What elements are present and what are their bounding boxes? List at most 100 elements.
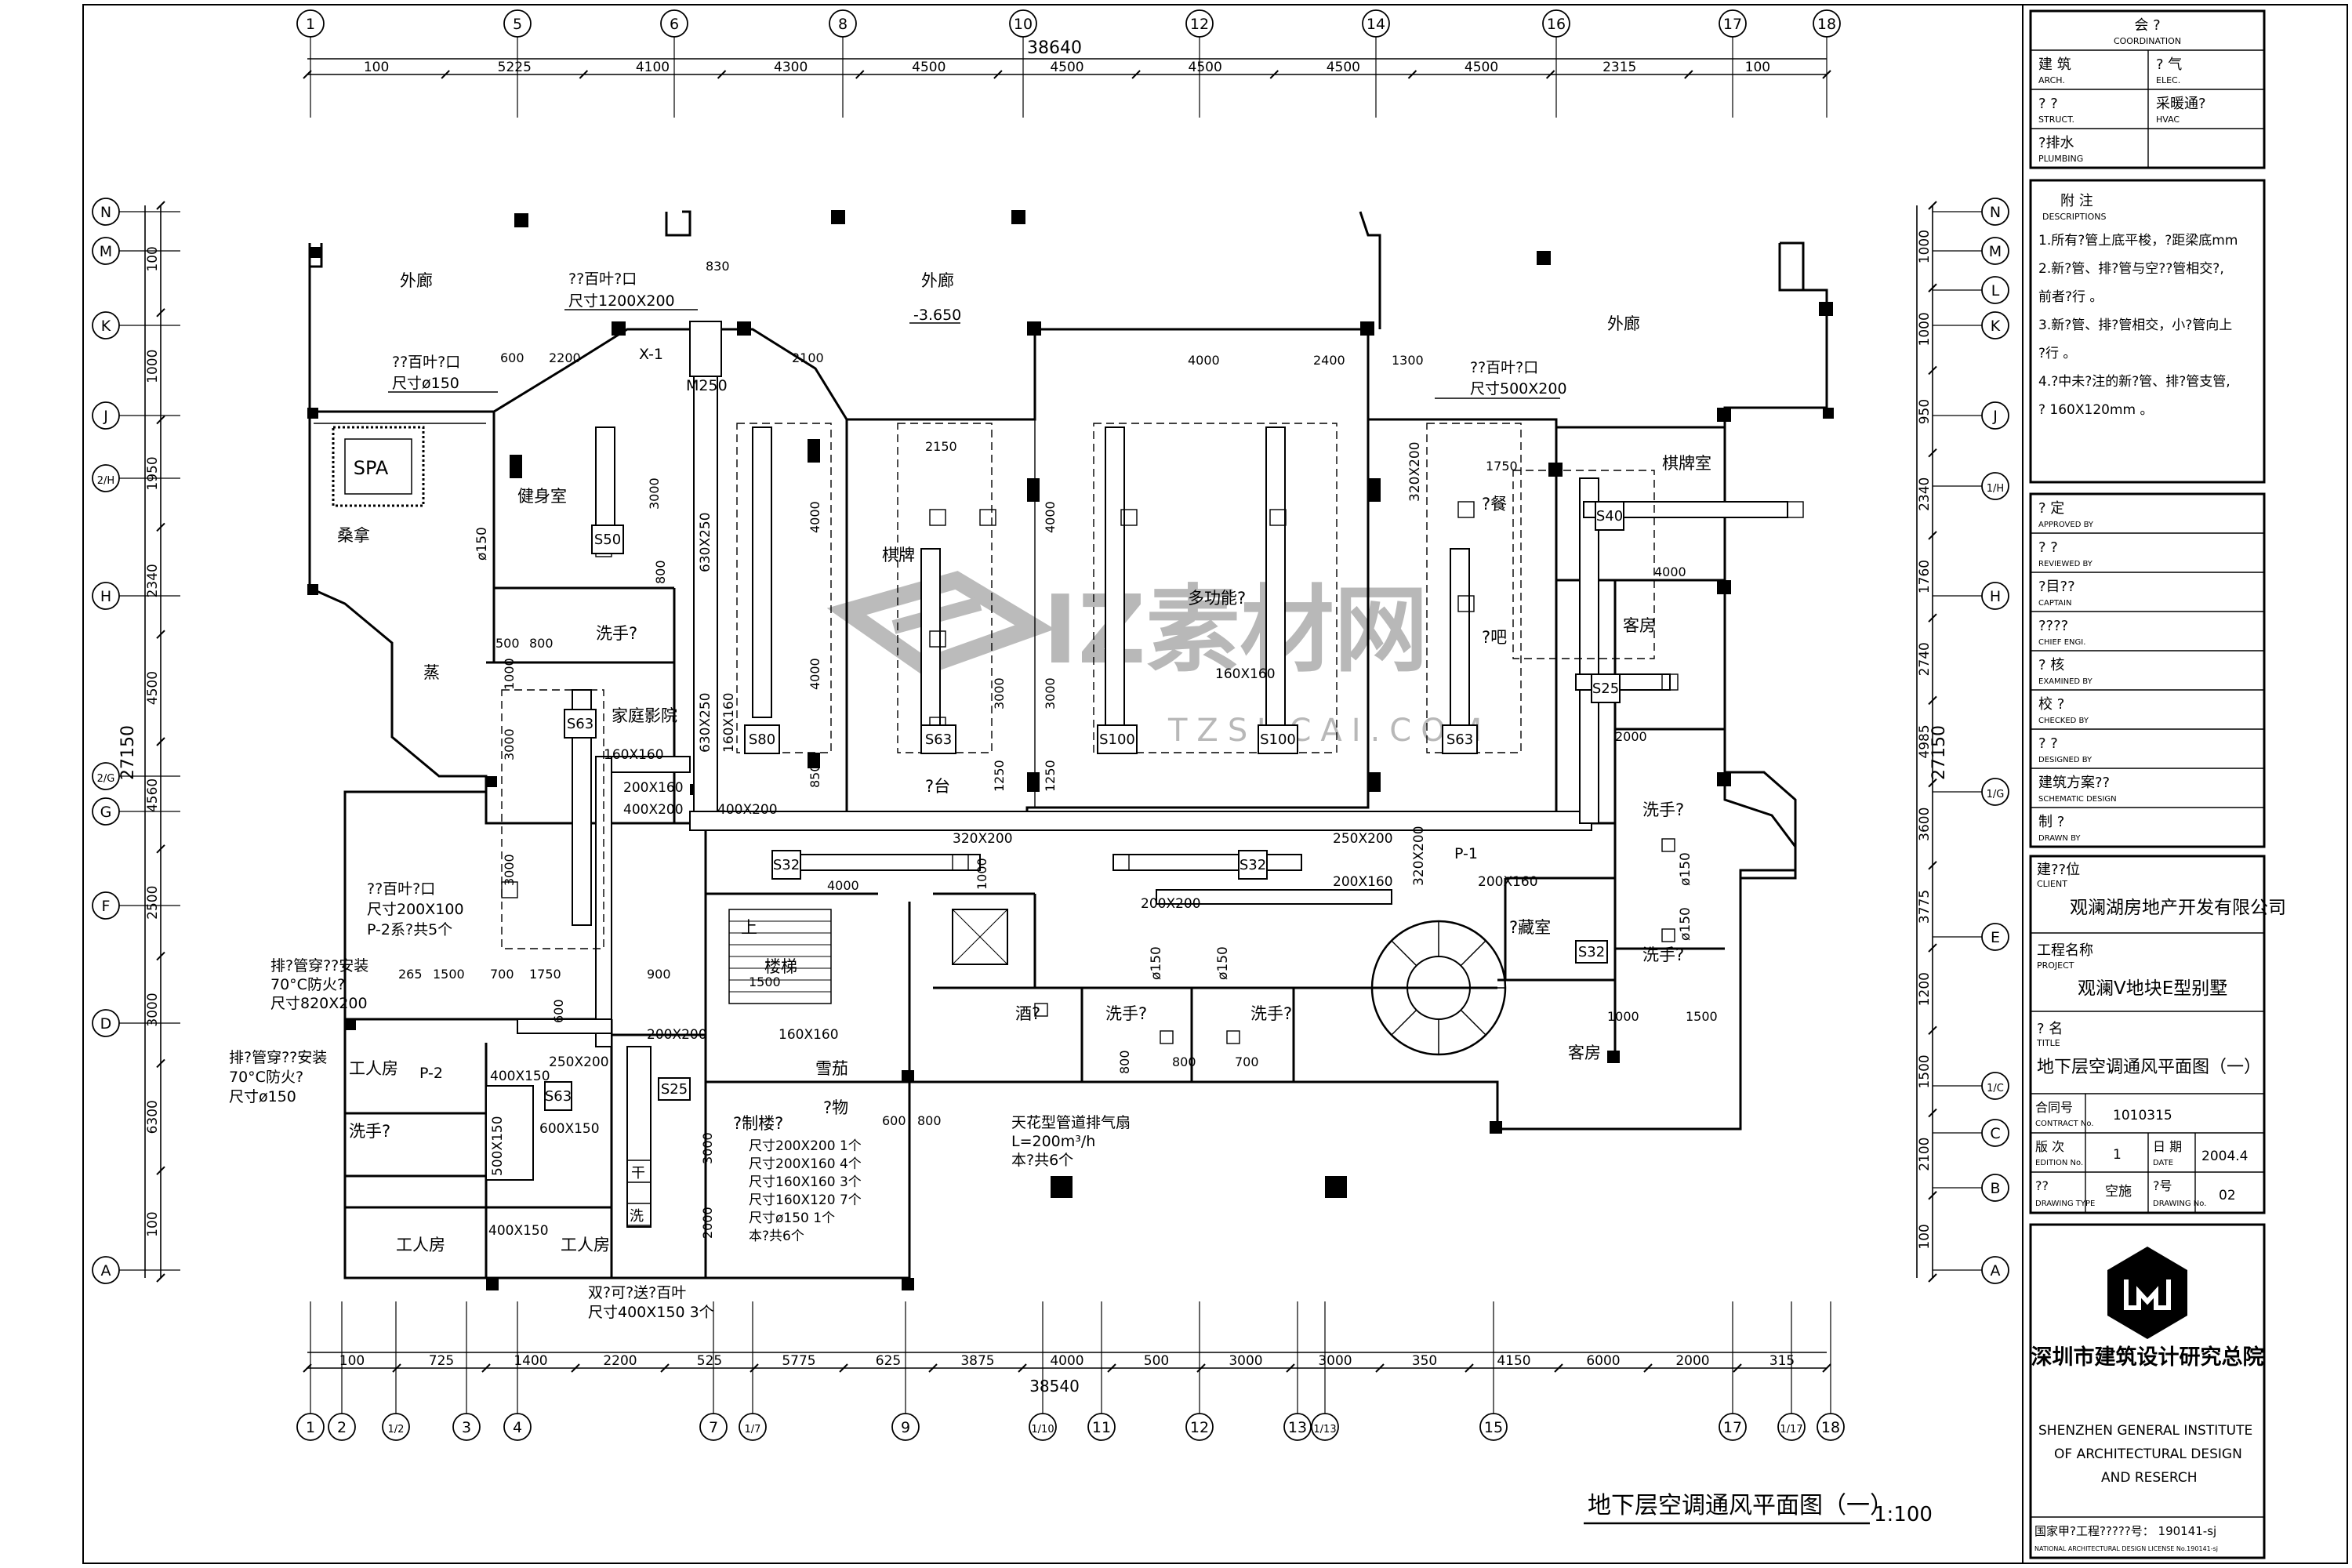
tb-approval-en: CHIEF ENGI. [2038,638,2085,647]
tb-edition-en: EDITION No. [2035,1159,2083,1167]
note-diffuser-1: 双?可?送?百叶 [588,1284,686,1301]
grid-label: 17 [1723,1419,1742,1436]
inner-dim: 600 [500,350,524,365]
room-wash-1: 洗手? [596,624,637,643]
room-spa: SPA [354,457,389,479]
equip-tag: S63 [920,724,956,754]
dim-tick [156,844,165,854]
inner-dim: 3000 [1043,677,1058,710]
dim-tick [1928,1273,1937,1283]
institute-logo-icon [2107,1247,2187,1339]
room-worker-3: 工人房 [561,1236,610,1254]
note-diffuser-2: 尺寸400X150 3个 [588,1304,714,1321]
top-dim-value: 4100 [636,60,670,75]
right-dim-value: 1760 [1917,560,1933,593]
inner-dim: 1000 [975,858,989,890]
tb-contract-label: 合同号 [2035,1100,2073,1115]
grid-bubble-right: 1/G [1933,778,2009,806]
note-louver-left-size: 尺寸ø150 [392,375,459,392]
dim-tick [839,1363,848,1373]
grid-label: C [1990,1125,2000,1142]
note-list-5: 尺寸ø150 1个 [749,1210,835,1226]
svg-text:S40: S40 [1596,508,1623,524]
dim-tick [156,415,165,425]
note-exhaust-1c: 尺寸820X200 [270,995,368,1012]
equip-tag: S63 [564,709,597,739]
grid-label: A [101,1262,111,1279]
tb-client: 观澜湖房地产开发有限公司 [2070,898,2286,918]
grid-label: G [100,804,112,821]
dim-tick [1545,70,1555,79]
room-gym: 健身室 [517,487,567,506]
tb-coord-title: 会 ? [2134,17,2160,34]
sheet-border [82,4,2348,1564]
annotations: ??百叶?口 尺寸1200X200 830 ??百叶?口 尺寸ø150 ??百叶… [229,259,1567,1321]
svg-text:S63: S63 [1446,731,1473,748]
dim-tick [717,70,727,79]
tb-date-en: DATE [2153,1159,2173,1167]
tb-edition: 1 [2113,1147,2122,1163]
dim-tick [571,1363,580,1373]
tb-note-line: 3.新?管、排?管相交，小?管向上 [2038,318,2232,333]
grid-label: 2/H [97,475,114,487]
dim-tick [1107,1363,1116,1373]
duct-size: ø150 [1215,946,1231,980]
tb-arch-en: ARCH. [2038,75,2065,85]
duct-size: 200X160 [623,780,684,796]
inner-dim: 2150 [925,439,957,454]
grid-bubble-left: N [92,198,180,226]
dim-tick [156,737,165,746]
tb-contract-en: CONTRACT No. [2035,1120,2094,1128]
tb-note-line: 前者?行 。 [2038,289,2103,305]
dim-tick [156,522,165,532]
dim-tick [993,70,1003,79]
equip-tag: S32 [1575,940,1608,964]
note-list-4: 尺寸160X120 7个 [749,1192,862,1208]
inner-dim: 1250 [1043,760,1058,792]
room-labels: 外廊 外廊 外廊 SPA 桑拿 健身室 蒸 洗手? 家庭影院 棋牌 多功能? ?… [337,271,1711,1254]
tb-institute-cn: 深圳市建筑设计研究总院 [2031,1345,2264,1370]
room-stairs: 楼梯 [764,957,797,976]
dim-tick [481,1363,491,1373]
dim-tick [303,1363,312,1373]
svg-text:S25: S25 [661,1081,688,1098]
tb-note-line: ? 160X120mm 。 [2038,402,2154,418]
note-p1: P-1 [1454,845,1478,862]
dim-tick [1269,70,1279,79]
tb-approval-label: 校 ? [2038,696,2064,713]
watermark-url: TZSUCAI.COM [1167,713,1491,749]
equip-tag: S50 [591,524,624,554]
svg-text:S32: S32 [773,857,800,873]
inner-dim: 1000 [1607,1009,1639,1024]
bottom-dim-value: 315 [1769,1353,1795,1369]
duct-size: 400X200 [717,802,778,818]
svg-text:S63: S63 [925,731,952,748]
left-dimension-group: 27150 1001000195023404500456025003000630… [92,198,180,1284]
drawing-title: 地下层空调通风平面图（一） 1:100 [1584,1492,1933,1526]
left-dim-value: 100 [145,246,161,271]
room-worker-1: 工人房 [349,1059,398,1078]
note-louver-p2-count: P-2系?共5个 [367,921,452,938]
duct-size: 600X150 [539,1121,600,1137]
bottom-dim-value: 3000 [1318,1353,1352,1369]
svg-text:S63: S63 [545,1088,572,1105]
room-dry: 干 [631,1165,645,1181]
tb-elec: ? 气 [2156,56,2182,73]
inner-dim: 2200 [549,350,581,365]
tb-type-en: DRAWING TYPE [2035,1200,2095,1208]
grid-label: 13 [1288,1419,1307,1436]
left-dim-value: 4560 [145,779,161,812]
grid-bubble-top: 18 [1813,9,1841,118]
note-x1: X-1 [639,346,663,363]
room-wash-2: 洗手? [1642,800,1684,819]
right-dim-value: 4985 [1917,724,1933,758]
tb-approval-en: CAPTAIN [2038,599,2071,608]
grid-bubble-left: 2/H [92,464,180,492]
grid-label: A [1991,1262,2001,1279]
note-list-6: 本?共6个 [749,1229,804,1244]
bottom-dim-value: 2000 [1675,1353,1709,1369]
grid-bubble-top: 5 [503,9,532,118]
room-storage: ?藏室 [1509,918,1551,937]
